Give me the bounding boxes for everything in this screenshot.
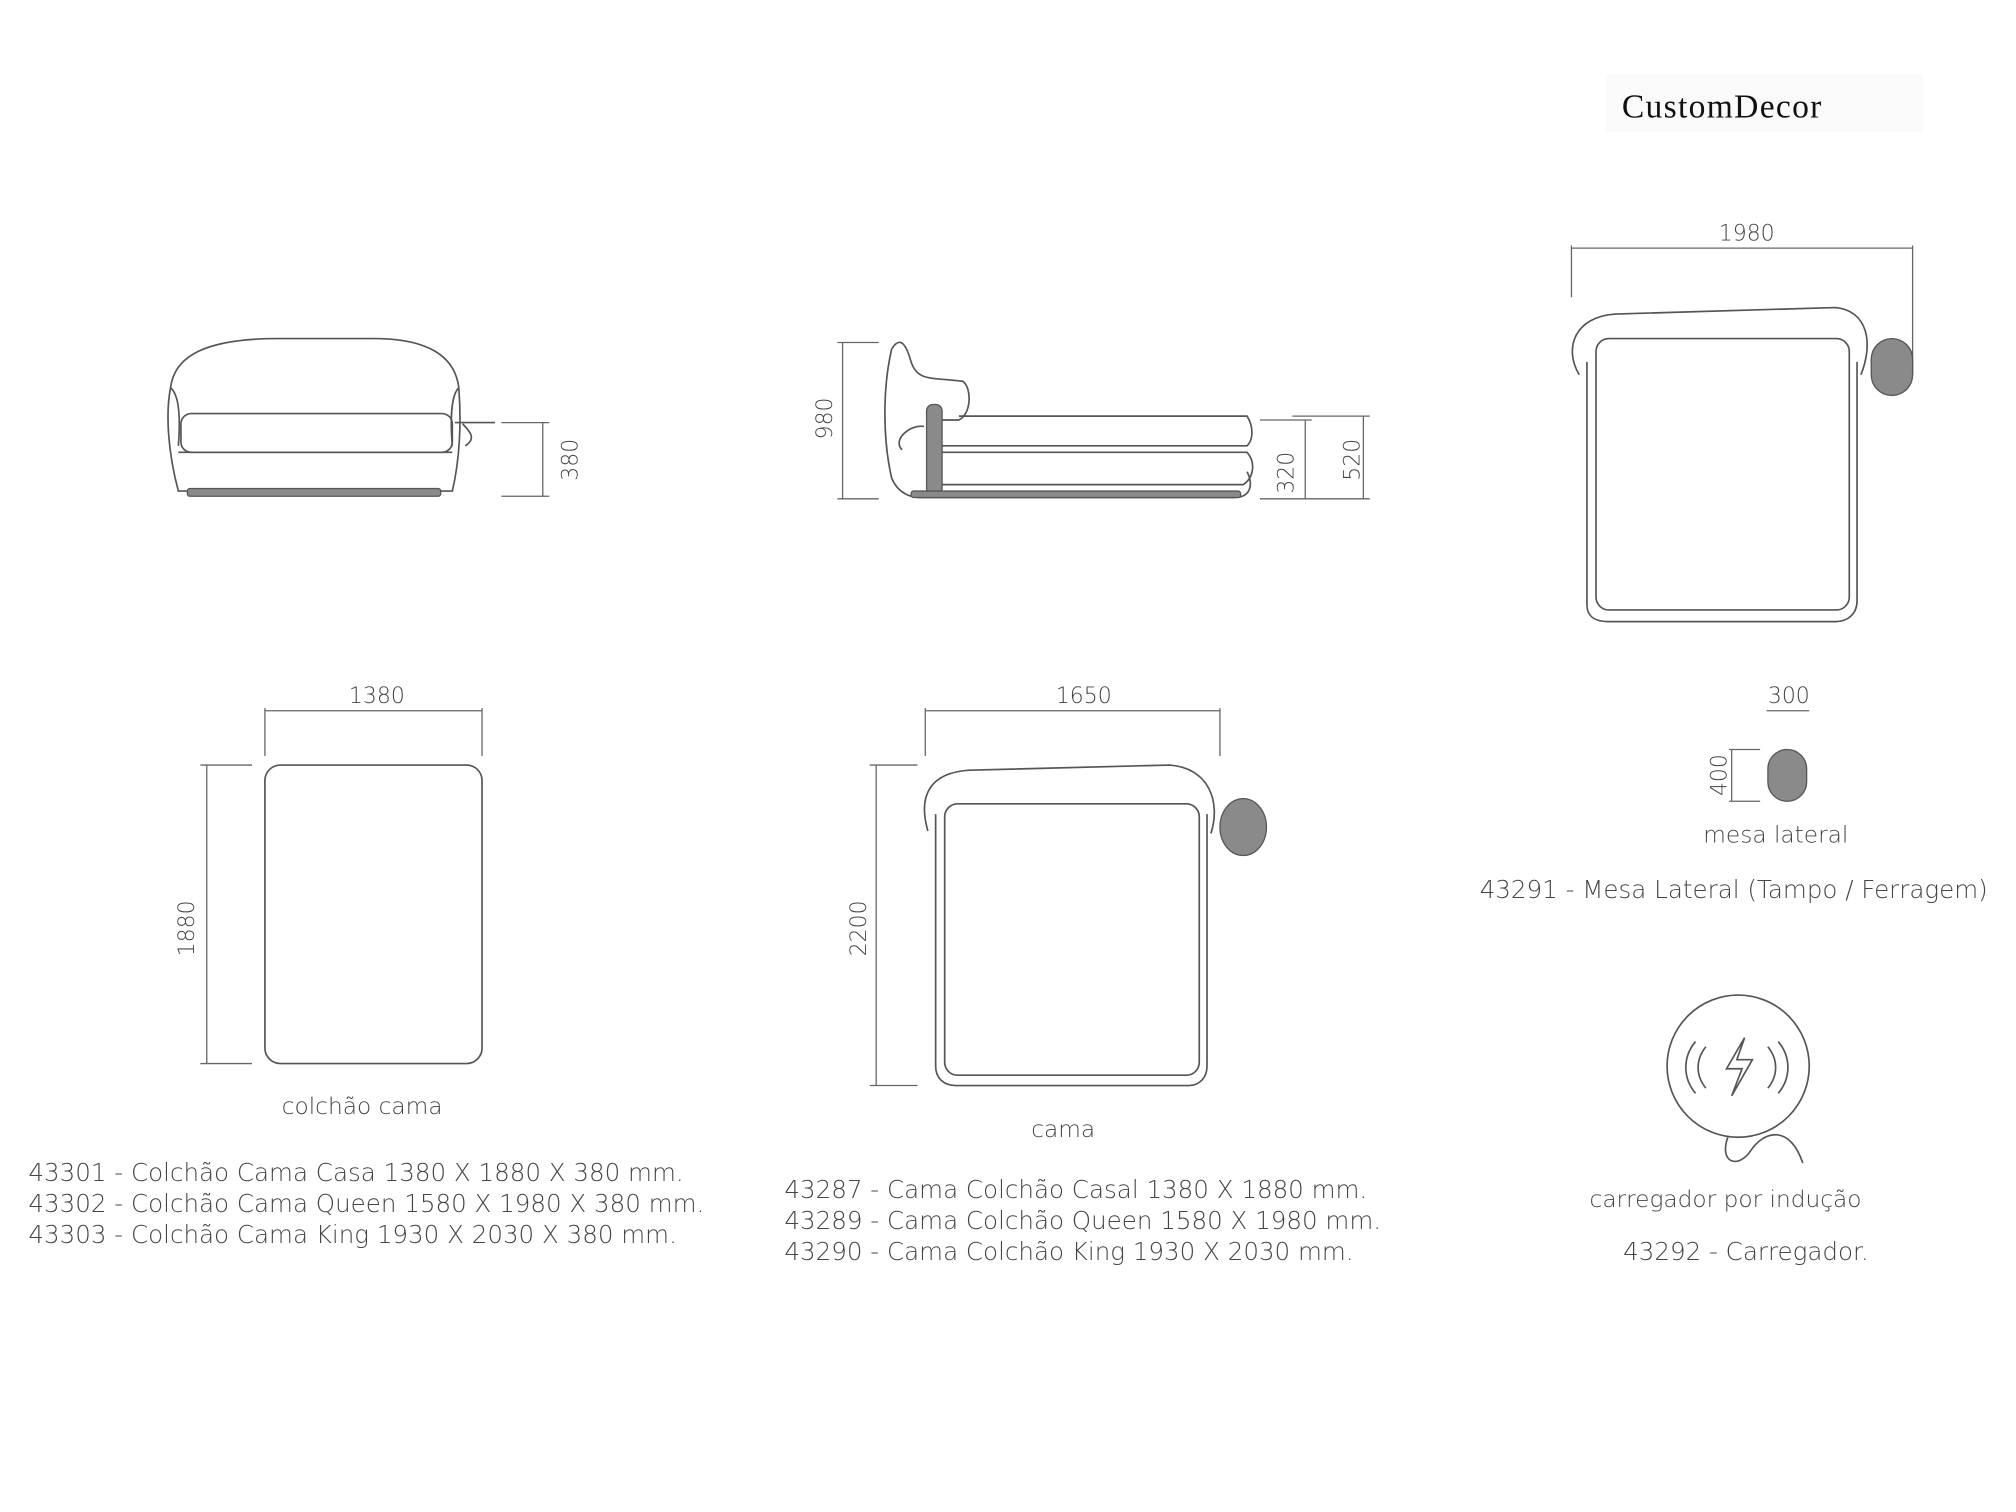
spec-item: 43289 - Cama Colchão Queen 1580 X 1980 m… xyxy=(784,1206,1381,1235)
bed-plan-drawing: 1650 2200 cama xyxy=(847,684,1268,1143)
brand-logo: CustomDecor xyxy=(1606,74,1923,132)
caption-charger: carregador por indução xyxy=(1590,1186,1862,1213)
dim-bed-length: 2200 xyxy=(847,900,872,956)
dim-table-depth: 400 xyxy=(1708,754,1733,796)
lightning-icon xyxy=(1725,1037,1754,1097)
side-table-drawing: 300 400 mesa lateral 43291 - Mesa Latera… xyxy=(1480,684,1988,904)
dim-mattress-length: 1880 xyxy=(175,900,200,956)
charger-drawing: carregador por indução 43292 - Carregado… xyxy=(1590,994,1869,1266)
caption-mattress: colchão cama xyxy=(282,1093,443,1120)
side-view-drawing: 980 320 520 xyxy=(813,341,1370,500)
mattress-spec-list: 43301 - Colchão Cama Casa 1380 X 1880 X … xyxy=(28,1158,704,1249)
spec-side-table: 43291 - Mesa Lateral (Tampo / Ferragem) xyxy=(1480,875,1988,904)
dim-bed-width: 1650 xyxy=(1056,684,1112,709)
wireless-waves-icon xyxy=(1684,1041,1789,1094)
top-view-bed-large: 1980 xyxy=(1570,221,1914,623)
front-view-drawing: 380 xyxy=(167,337,584,497)
charger-cable xyxy=(1724,1133,1804,1164)
dim-top-bed-width: 1980 xyxy=(1719,221,1775,246)
spec-item: 43303 - Colchão Cama King 1930 X 2030 X … xyxy=(28,1220,676,1249)
spec-item: 43290 - Cama Colchão King 1930 X 2030 mm… xyxy=(784,1237,1353,1266)
mattress-plan-drawing: 1380 1880 colchão cama xyxy=(175,684,483,1120)
dim-table-width: 300 xyxy=(1768,684,1810,709)
dim-side-total-height: 980 xyxy=(813,397,838,439)
dim-side-bed-height: 520 xyxy=(1341,439,1366,481)
spec-item: 43301 - Colchão Cama Casa 1380 X 1880 X … xyxy=(28,1158,683,1187)
dim-side-mattress-height: 320 xyxy=(1275,452,1300,494)
spec-charger: 43292 - Carregador. xyxy=(1623,1237,1869,1266)
brand-logo-text: CustomDecor xyxy=(1622,89,1823,126)
caption-bed: cama xyxy=(1031,1116,1095,1143)
bed-spec-list: 43287 - Cama Colchão Casal 1380 X 1880 m… xyxy=(784,1175,1381,1266)
spec-item: 43287 - Cama Colchão Casal 1380 X 1880 m… xyxy=(784,1175,1367,1204)
dim-mattress-width: 1380 xyxy=(349,684,405,709)
dim-armchair-height: 380 xyxy=(559,439,584,481)
spec-item: 43302 - Colchão Cama Queen 1580 X 1980 X… xyxy=(28,1189,704,1218)
caption-side-table: mesa lateral xyxy=(1703,822,1848,849)
